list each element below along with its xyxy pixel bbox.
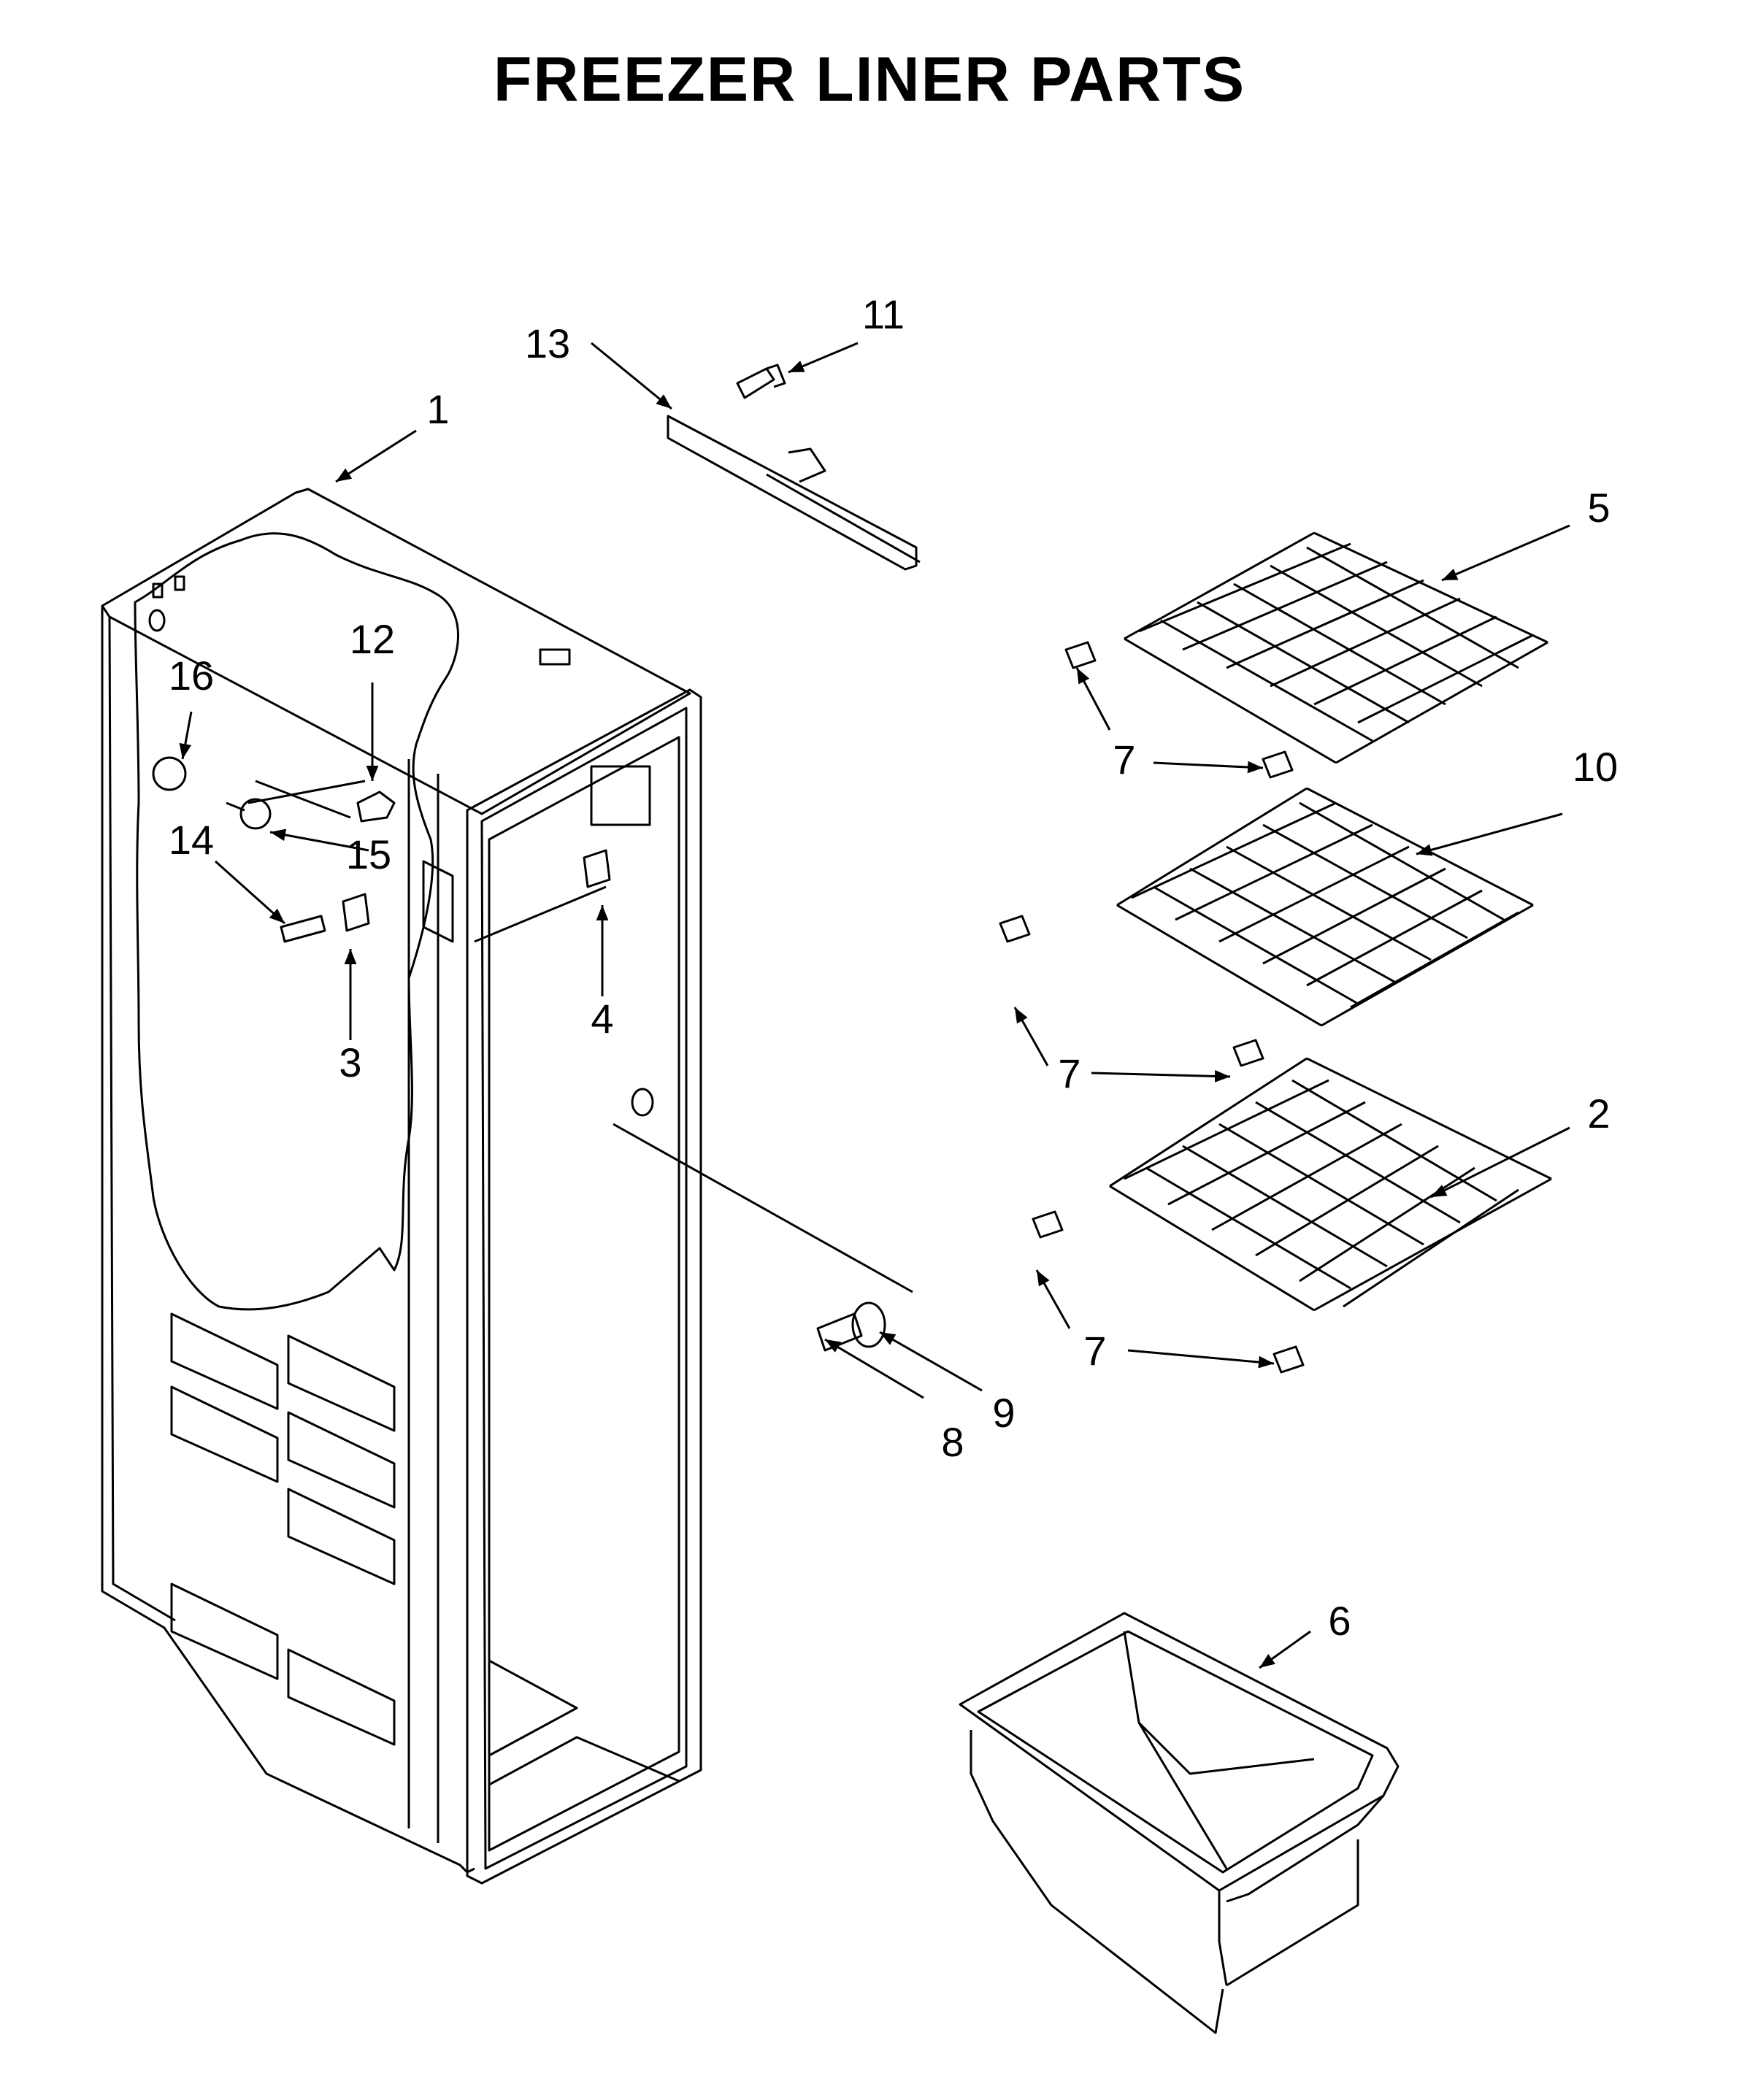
- vent-panels: [170, 1312, 396, 1746]
- bolt-and-washer: [816, 1301, 886, 1352]
- callout-4: 4: [591, 996, 613, 1042]
- leader-arrows: [179, 342, 1570, 1669]
- screw-11: [736, 364, 786, 399]
- shelf-10: [1116, 787, 1534, 1027]
- small-components: [152, 756, 611, 943]
- callout-7c: 7: [1083, 1328, 1106, 1374]
- callout-11: 11: [862, 291, 905, 337]
- callout-6: 6: [1328, 1598, 1351, 1644]
- shelf-supports: [999, 641, 1305, 1374]
- shelf-5: [1124, 531, 1548, 764]
- top-bracket: [667, 415, 921, 571]
- diagram-title: FREEZER LINER PARTS: [493, 45, 1246, 115]
- callout-2: 2: [1587, 1091, 1610, 1136]
- callout-7a: 7: [1113, 736, 1135, 782]
- callout-14: 14: [169, 817, 214, 863]
- callout-16: 16: [169, 653, 214, 699]
- callout-1: 1: [426, 386, 449, 432]
- callout-10: 10: [1573, 744, 1618, 790]
- freezer-liner: [101, 488, 913, 1885]
- callout-8: 8: [941, 1419, 964, 1465]
- callout-12: 12: [350, 616, 395, 662]
- ice-bin: [959, 1612, 1400, 2034]
- callout-13: 13: [525, 320, 570, 366]
- callout-7b: 7: [1058, 1050, 1080, 1096]
- shelf-2: [1109, 1057, 1552, 1312]
- callout-5: 5: [1587, 485, 1610, 531]
- callout-15: 15: [346, 831, 391, 877]
- callout-3: 3: [339, 1039, 361, 1085]
- callout-9: 9: [992, 1390, 1015, 1436]
